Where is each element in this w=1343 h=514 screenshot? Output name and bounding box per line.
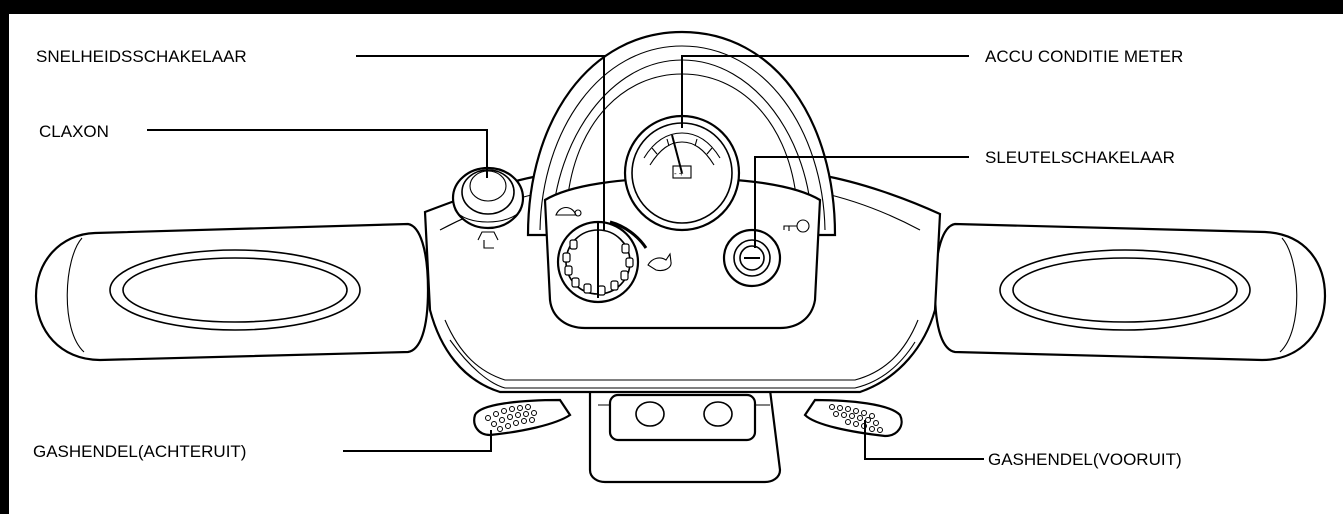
- throttle-lever-reverse: [473, 398, 572, 437]
- rabbit-icon: [647, 252, 672, 272]
- horn-icon: [477, 231, 499, 249]
- label-battery-meter: ACCU CONDITIE METER: [985, 47, 1183, 66]
- label-throttle-forward: GASHENDEL(VOORUIT): [988, 450, 1182, 469]
- speed-dial: [556, 220, 648, 304]
- turtle-icon: [555, 206, 582, 217]
- key-icon: [783, 219, 810, 233]
- label-horn: CLAXON: [39, 122, 109, 141]
- battery-symbol: - +: [674, 169, 684, 178]
- label-throttle-reverse: GASHENDEL(ACHTERUIT): [33, 442, 246, 461]
- right-handle-grip: [933, 222, 1327, 362]
- tiller-base: [588, 388, 782, 484]
- throttle-lever-forward: [803, 398, 903, 438]
- label-speed-switch: SNELHEIDSSCHAKELAAR: [36, 47, 247, 66]
- key-switch: [722, 228, 782, 288]
- battery-meter: - +: [623, 114, 741, 232]
- label-key-switch: SLEUTELSCHAKELAAR: [985, 148, 1175, 167]
- leader-lines: [147, 55, 984, 460]
- left-handle-grip: [34, 222, 430, 362]
